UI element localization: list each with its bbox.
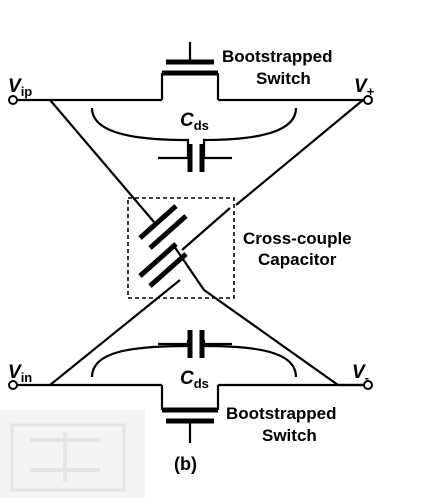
cds-bottom-label: Cds bbox=[180, 368, 209, 391]
watermark-seal bbox=[0, 410, 145, 498]
cap-label-1: Cross-couple bbox=[243, 229, 352, 248]
figure-caption: (b) bbox=[174, 454, 197, 474]
cross-couple-block bbox=[127, 197, 235, 299]
vminus-label: V- bbox=[352, 362, 369, 385]
vplus-label: V+ bbox=[354, 76, 375, 99]
bottom-switch-label-2: Switch bbox=[262, 426, 317, 445]
vip-label: Vip bbox=[8, 76, 32, 99]
cds-top-label: Cds bbox=[180, 110, 209, 133]
top-switch-label-2: Switch bbox=[256, 69, 311, 88]
top-switch-transistor bbox=[50, 42, 363, 102]
vip-terminal bbox=[8, 95, 18, 105]
top-switch-label-1: Bootstrapped bbox=[222, 47, 333, 66]
bottom-switch-label-1: Bootstrapped bbox=[226, 404, 337, 423]
bottom-cds-capacitor bbox=[90, 330, 298, 378]
vin-label: Vin bbox=[8, 362, 32, 385]
bottom-switch-transistor bbox=[50, 383, 363, 443]
top-cds-capacitor bbox=[90, 107, 298, 172]
cap-label-2: Capacitor bbox=[258, 250, 337, 269]
